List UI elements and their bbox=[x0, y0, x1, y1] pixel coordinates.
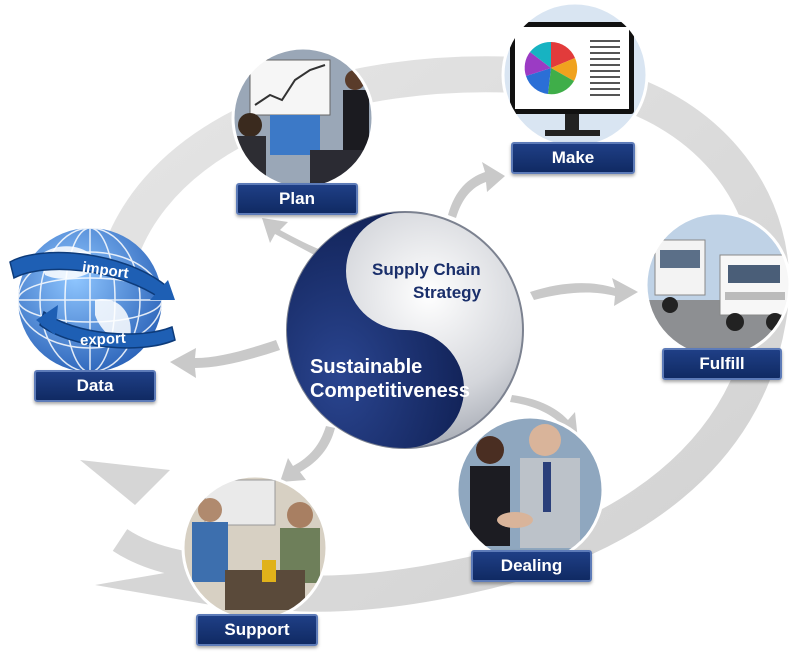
make-pie bbox=[524, 41, 578, 95]
node-fulfill[interactable]: Fulfill bbox=[662, 348, 782, 380]
center-top-line1: Supply Chain bbox=[372, 260, 481, 279]
node-support[interactable]: Support bbox=[196, 614, 318, 646]
dealing-photo bbox=[457, 417, 603, 563]
fulfill-photo bbox=[646, 213, 790, 357]
center-bottom-line1: Sustainable bbox=[310, 356, 423, 378]
node-dealing[interactable]: Dealing bbox=[471, 550, 592, 582]
node-data[interactable]: Data bbox=[34, 370, 156, 402]
globe-export-text: export bbox=[79, 329, 127, 350]
plan-photo bbox=[233, 48, 373, 188]
center-bottom-line2: Competitiveness bbox=[310, 380, 471, 402]
data-globe bbox=[9, 227, 176, 373]
yin-yang-center bbox=[286, 211, 524, 449]
node-make[interactable]: Make bbox=[511, 142, 635, 174]
node-plan[interactable]: Plan bbox=[236, 183, 358, 215]
center-top-line2: Strategy bbox=[413, 283, 482, 302]
make-photo bbox=[503, 3, 647, 147]
